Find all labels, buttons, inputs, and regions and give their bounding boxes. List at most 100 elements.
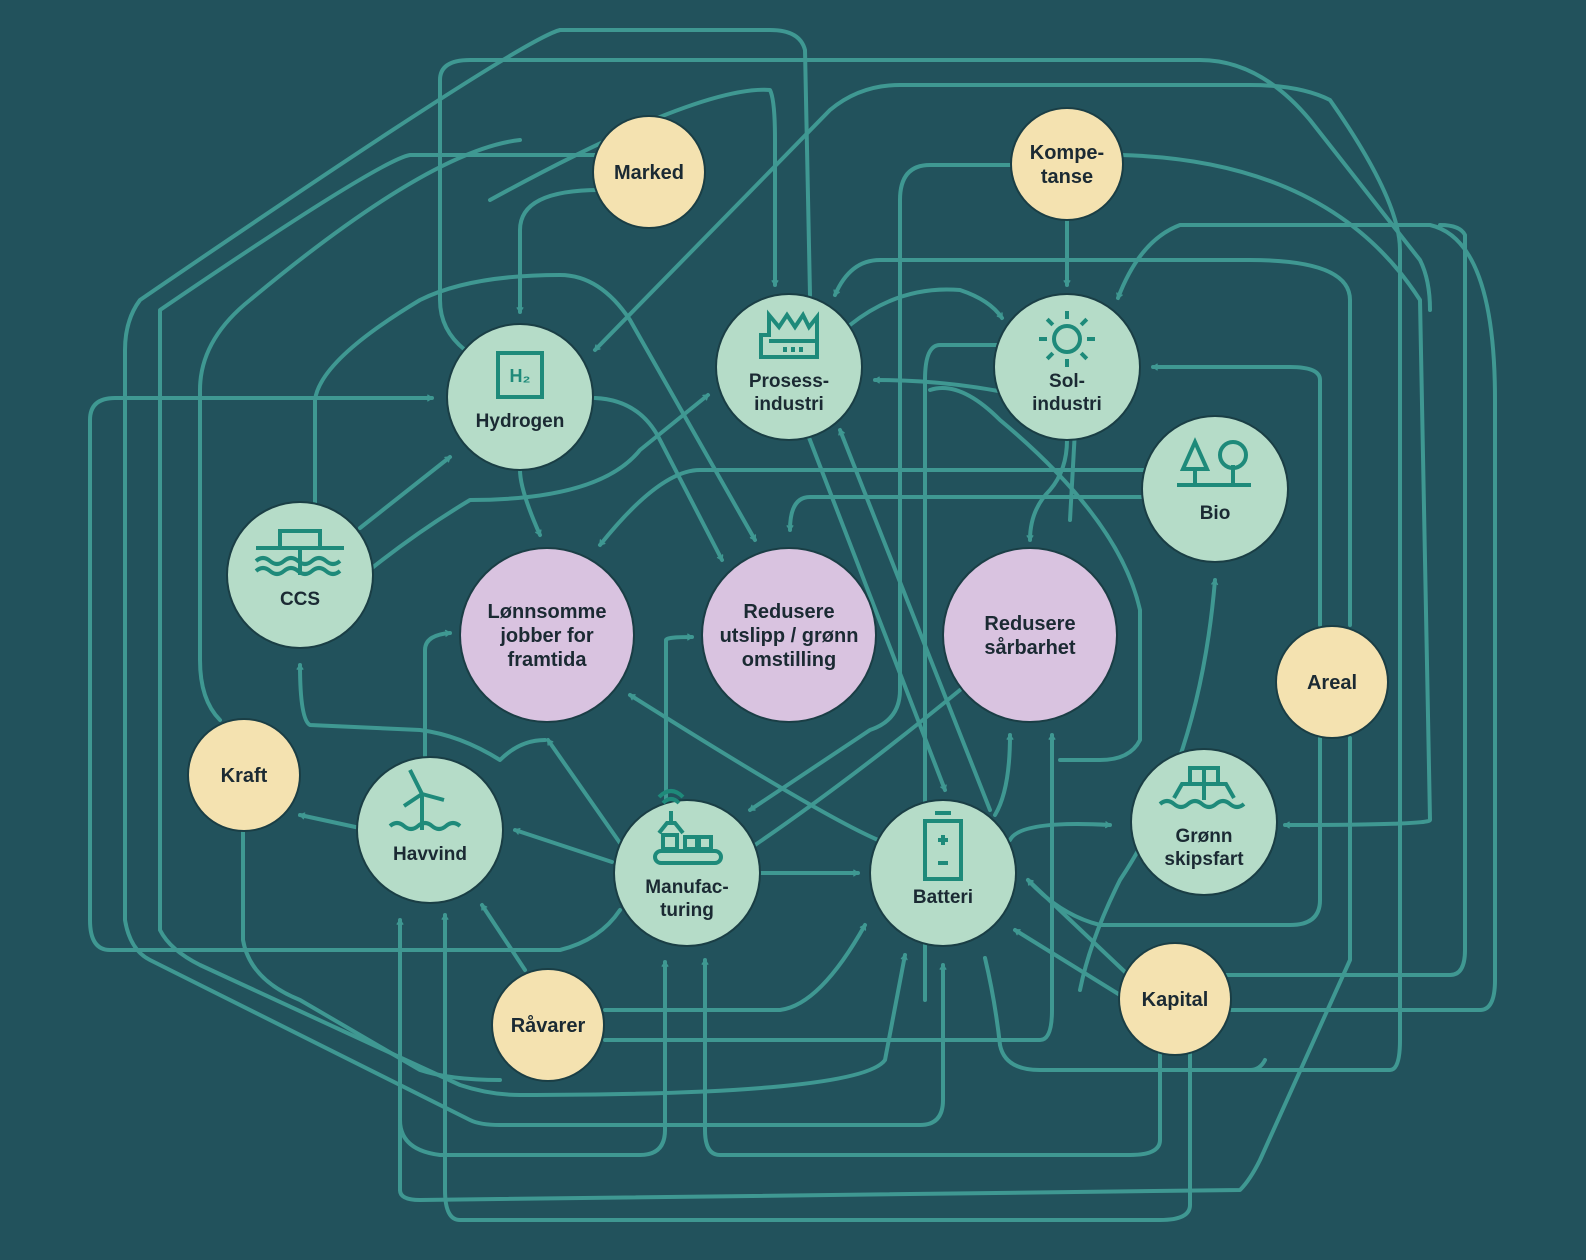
node-label: jobber for: [499, 625, 594, 647]
connection-arrow: [158, 153, 908, 1097]
node-ccs: CCS: [226, 501, 374, 649]
node-marked: Marked: [592, 115, 706, 229]
connection-arrow: [488, 87, 779, 287]
node-label: Prosess-: [749, 371, 829, 392]
connection-arrow: [198, 138, 522, 722]
connection-arrow: [546, 738, 622, 845]
connection-arrow: [593, 83, 1402, 1072]
connection-arrow: [398, 736, 1352, 1202]
sector-circle: [1143, 417, 1287, 561]
connection-arrow: [1008, 821, 1112, 842]
connection-arrow: [296, 663, 547, 762]
node-label: Lønnsomme: [488, 601, 607, 623]
assembly-line-icon: [653, 789, 723, 865]
connection-arrow: [598, 468, 1147, 547]
connection-arrow: [1026, 438, 1069, 542]
node-label: Marked: [614, 162, 684, 184]
node-label: utslipp / grønn: [720, 625, 859, 647]
connection-arrow: [1116, 223, 1497, 1012]
svg-text:H₂: H₂: [510, 366, 531, 386]
connection-arrow: [441, 913, 1192, 1222]
connection-arrow: [748, 163, 1012, 812]
node-havvind: Havvind: [356, 756, 504, 904]
sector-circle: [717, 295, 861, 439]
enabler-circle: [594, 117, 704, 227]
connection-arrow: [701, 958, 1162, 1157]
node-kapital: Kapital: [1118, 942, 1232, 1056]
node-kraft: Kraft: [187, 718, 301, 832]
connection-arrow: [370, 393, 710, 570]
node-label: Kraft: [221, 765, 268, 787]
connection-arrow: [753, 688, 962, 847]
node-label: Sol-: [1049, 371, 1085, 392]
connection-arrow: [298, 812, 362, 830]
node-hydrogen: H₂ Hydrogen: [446, 323, 594, 471]
enabler-circle: [189, 720, 299, 830]
node-manufacturing: Manufac-turing: [613, 789, 761, 947]
connection-arrow: [928, 386, 1142, 762]
node-label: Grønn: [1176, 826, 1233, 847]
goal-circle: [944, 549, 1116, 721]
node-label: Redusere: [743, 601, 834, 623]
connection-arrow: [838, 428, 992, 812]
connection-arrow: [1013, 928, 1122, 997]
node-prosessindustri: Prosess-industri: [715, 293, 863, 441]
connection-arrow: [786, 495, 1147, 532]
connection-arrow: [516, 188, 602, 314]
connection-arrow: [833, 258, 1352, 627]
connection-arrow: [1223, 223, 1467, 977]
node-label: Bio: [1200, 503, 1231, 524]
trees-icon: [1177, 437, 1251, 487]
connection-arrow: [603, 733, 1056, 1042]
connection-arrows: [88, 28, 1497, 1222]
node-label: Kapital: [1142, 989, 1209, 1011]
connection-arrow: [398, 1118, 667, 1157]
connection-arrow: [358, 455, 452, 530]
node-label: Redusere: [984, 613, 1075, 635]
node-label: framtida: [508, 649, 588, 671]
connection-arrow: [313, 273, 757, 542]
sun-icon: [1039, 311, 1095, 367]
node-label: Hydrogen: [476, 411, 565, 432]
node-bio: Bio: [1141, 415, 1289, 563]
enabler-circle: [493, 970, 603, 1080]
connection-arrow: [423, 629, 452, 760]
sector-circle: [615, 801, 759, 945]
enabler-circle: [1277, 627, 1387, 737]
connection-arrow: [1248, 1058, 1267, 1072]
ship-icon: [1158, 766, 1246, 809]
connection-arrow: [1151, 363, 1322, 627]
connection-arrow: [518, 468, 542, 537]
node-label: Batteri: [913, 887, 973, 908]
connection-arrow: [806, 433, 947, 792]
connection-arrow: [480, 903, 527, 972]
connection-arrow: [513, 827, 614, 864]
goal-circle: [461, 549, 633, 721]
node-label: Areal: [1307, 672, 1357, 694]
connection-arrow: [593, 396, 724, 562]
node-ravarer: Råvarer: [491, 968, 605, 1082]
goal-circle: [703, 549, 875, 721]
connection-arrow: [848, 287, 1004, 327]
node-label: skipsfart: [1164, 849, 1244, 870]
node-label: omstilling: [742, 649, 836, 671]
connection-arrow: [88, 394, 622, 952]
connection-arrow: [628, 693, 880, 842]
node-batteri: Batteri: [869, 799, 1017, 947]
node-label: sårbarhet: [984, 636, 1075, 659]
node-label: CCS: [280, 589, 320, 610]
node-label: industri: [1032, 394, 1102, 415]
enabler-circle: [1120, 944, 1230, 1054]
connection-arrow: [241, 828, 502, 1082]
node-label: turing: [660, 900, 714, 921]
connection-arrow: [603, 923, 867, 1012]
node-label: Havvind: [393, 844, 467, 865]
battery-icon: [923, 811, 963, 881]
node-areal: Areal: [1275, 625, 1389, 739]
connection-arrow: [438, 58, 1432, 352]
sector-circle: [1132, 750, 1276, 894]
